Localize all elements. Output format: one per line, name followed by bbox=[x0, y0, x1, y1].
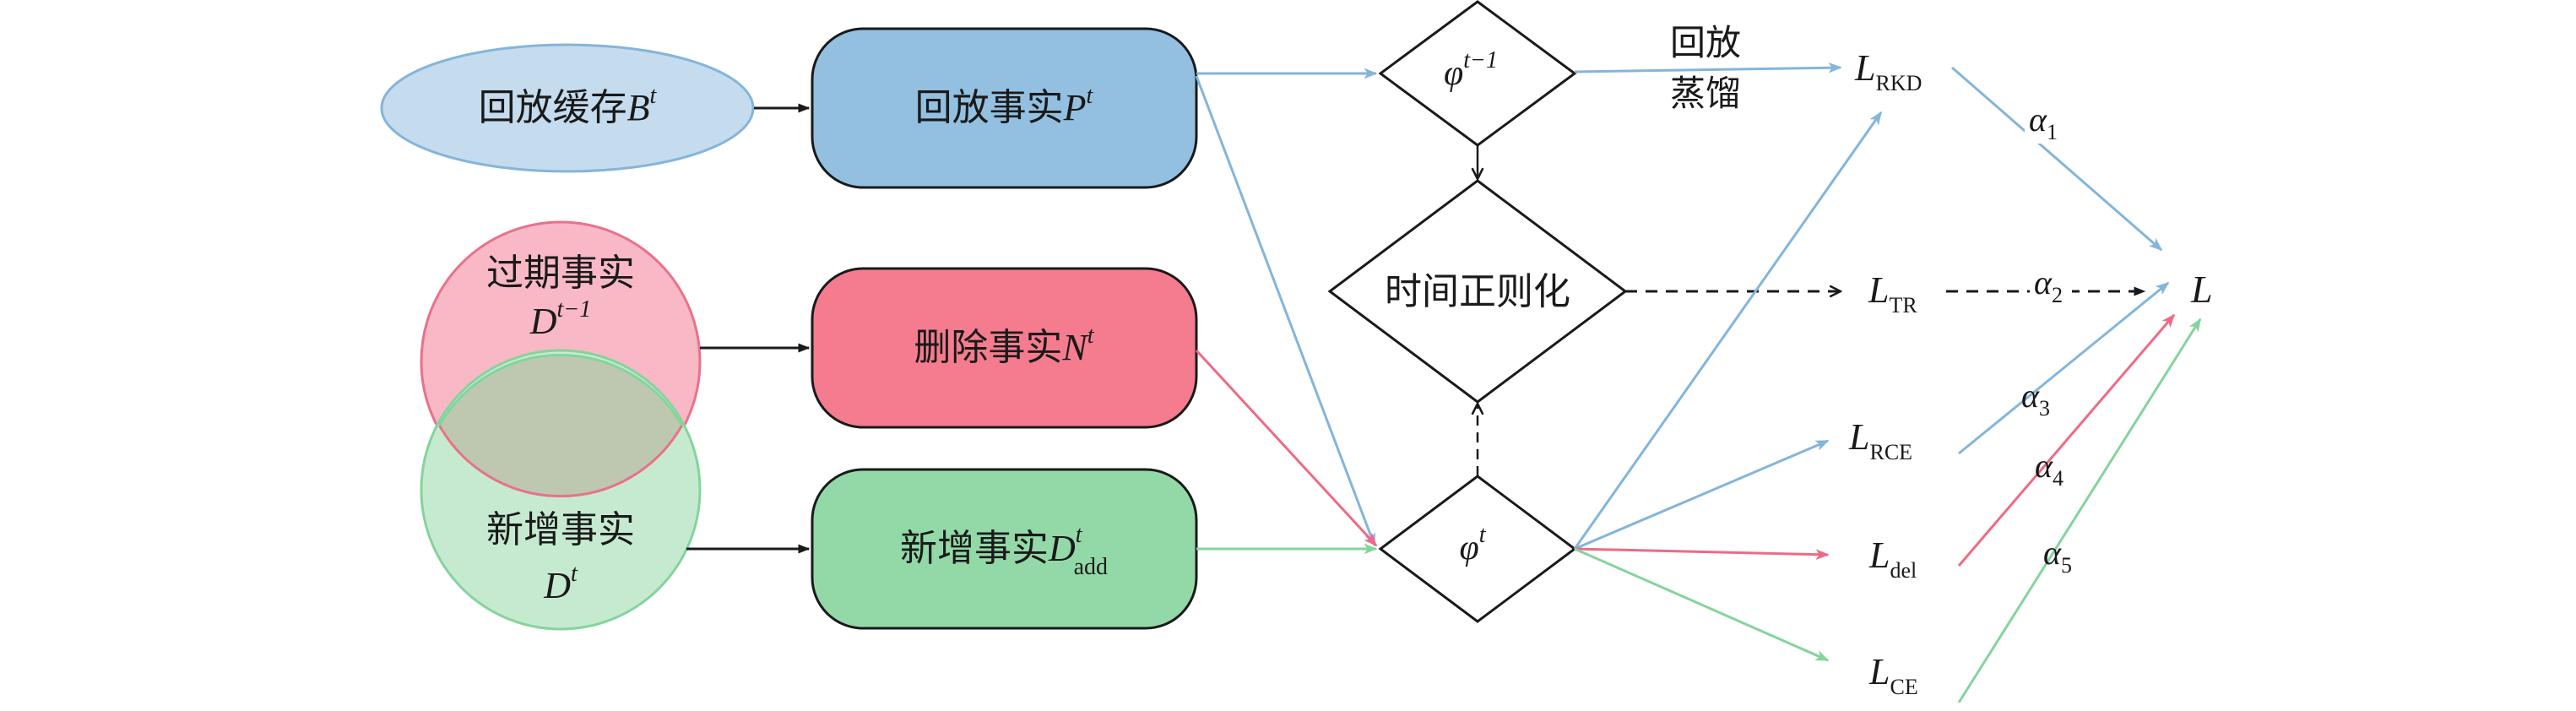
delete-facts-box bbox=[811, 267, 1198, 429]
new-facts-var: Dt bbox=[543, 561, 578, 606]
weight-alpha1: α1 bbox=[2029, 100, 2058, 144]
weight-alpha2: α2 bbox=[2034, 263, 2063, 307]
replay-buffer-node bbox=[380, 43, 755, 173]
arrow-phi-prev-to-rkd bbox=[1574, 62, 1842, 73]
replay-facts-box bbox=[811, 27, 1198, 189]
arrow-rce-to-total bbox=[1958, 281, 2170, 455]
arrow-del-to-total bbox=[1957, 313, 2176, 567]
loss-del-label: Ldel bbox=[1868, 535, 1917, 583]
arrow-phi-cur-to-ce bbox=[1574, 547, 1830, 662]
expired-facts-label: 过期事实 bbox=[486, 252, 635, 295]
arrow-delete-to-phi-cur bbox=[1195, 349, 1378, 547]
new-facts-label: 新增事实 bbox=[486, 508, 635, 551]
arrow-phi-cur-to-del bbox=[1574, 547, 1830, 561]
facts-overlap-region bbox=[439, 355, 682, 497]
loss-total-label: L bbox=[2190, 268, 2213, 311]
weight-alpha4: α4 bbox=[2035, 447, 2064, 491]
temporal-regularization-label: 时间正则化 bbox=[1385, 270, 1570, 313]
replay-distill-label-line1: 回放 bbox=[1670, 22, 1741, 63]
arrow-phi-cur-to-rkd bbox=[1573, 111, 1883, 550]
arrow-rkd-to-total bbox=[1951, 66, 2163, 252]
phi-cur-diamond bbox=[1378, 475, 1577, 623]
phi-cur-label: φt bbox=[1459, 522, 1486, 567]
loss-ce-label: LCE bbox=[1868, 651, 1918, 699]
phi-prev-label: φt−1 bbox=[1444, 47, 1498, 93]
temporal-regularization-diamond bbox=[1327, 179, 1628, 404]
loss-rce-label: LRCE bbox=[1848, 416, 1912, 464]
loss-tr-label: LTR bbox=[1868, 269, 1917, 318]
expired-facts-var: Dt−1 bbox=[529, 296, 591, 342]
replay-buffer-label: 回放缓存Bt bbox=[479, 83, 658, 129]
weight-alpha3: α3 bbox=[2021, 377, 2050, 421]
arrow-ce-to-total bbox=[1957, 318, 2202, 703]
arrow-replay-to-phi-cur bbox=[1195, 75, 1376, 547]
delete-facts-label: 删除事实Nt bbox=[914, 323, 1094, 369]
arrow-phi-cur-to-rce bbox=[1574, 439, 1830, 551]
replay-facts-label: 回放事实Pt bbox=[915, 83, 1094, 129]
weight-alpha5: α5 bbox=[2043, 534, 2072, 578]
loss-rkd-label: LRKD bbox=[1854, 47, 1922, 95]
replay-distill-label-line2: 蒸馏 bbox=[1670, 73, 1741, 114]
phi-prev-diamond bbox=[1378, 0, 1577, 147]
